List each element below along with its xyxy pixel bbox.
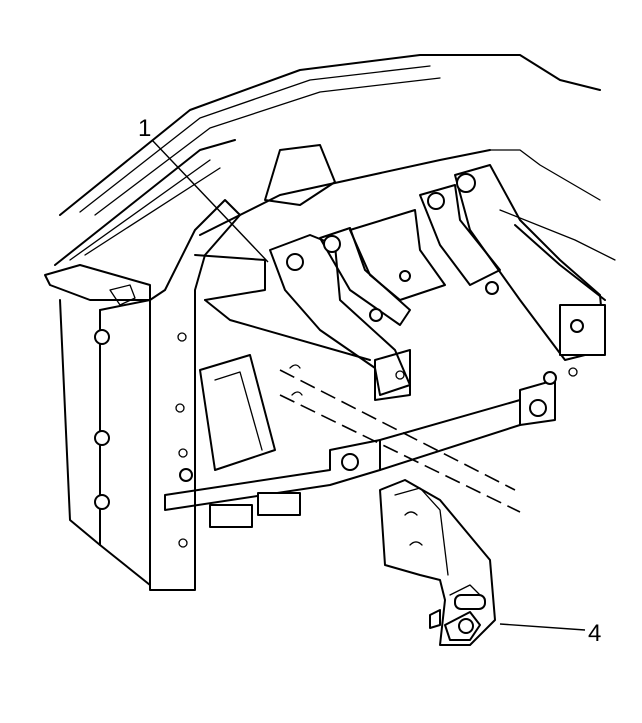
hinge-pillar [44, 139, 241, 591]
callout-4-label: 4 [588, 620, 601, 647]
cross-member [164, 254, 556, 528]
callout-1: 1 [138, 115, 269, 263]
callout-1-label: 1 [138, 115, 151, 142]
bracket-part-4 [379, 479, 496, 646]
alignment-lines [279, 364, 521, 513]
roof-brackets [269, 164, 606, 401]
callout-4: 4 [499, 620, 601, 647]
